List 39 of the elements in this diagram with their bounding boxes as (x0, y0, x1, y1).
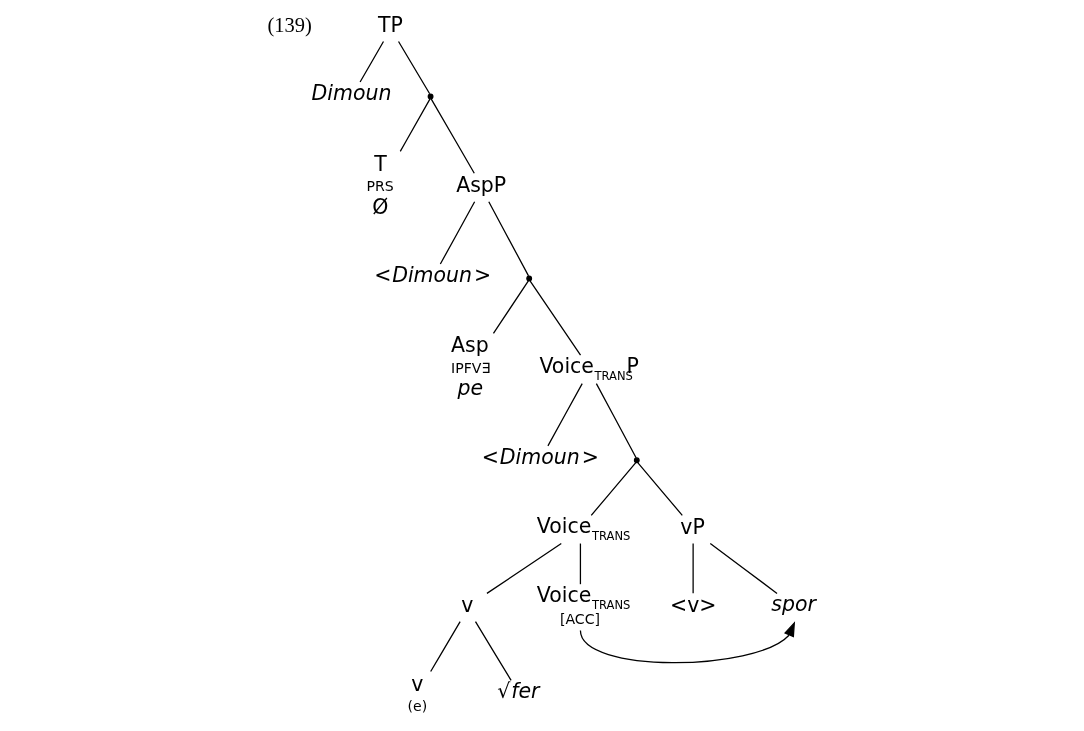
connector (595, 383, 637, 459)
connector (399, 98, 431, 153)
node-point (633, 457, 640, 464)
connector (430, 621, 461, 673)
connector (637, 462, 683, 516)
node-text: <Dimoun> (374, 263, 492, 287)
node-text: v (e) (407, 671, 428, 715)
connector (439, 201, 476, 265)
node-text: Voice$_{TRANS}$P (539, 353, 639, 383)
connector (486, 542, 562, 595)
connector (474, 621, 512, 682)
connector (709, 542, 778, 595)
connector (430, 98, 475, 174)
node-text: AspP (456, 173, 507, 198)
connector (359, 40, 385, 83)
node-text: Dimoun (311, 81, 392, 106)
label: (139) (267, 14, 312, 37)
node-text: T PRS Ø (366, 151, 394, 220)
connector (492, 280, 530, 334)
connector (590, 462, 637, 516)
node-text: spor (771, 592, 816, 617)
node-text: √fer (497, 679, 540, 704)
node-text: Voice$_{TRANS}$ (536, 514, 631, 544)
arrow (579, 621, 796, 664)
connector (488, 201, 530, 277)
connector (579, 542, 582, 585)
node-point (427, 93, 434, 100)
connector (529, 280, 582, 356)
node-text: <v> (670, 593, 717, 618)
node-text: <Dimoun> (481, 444, 599, 469)
connector (692, 542, 694, 594)
connector (547, 383, 583, 447)
node-text: v (461, 593, 474, 618)
node-text: Voice$_{TRANS}$ [ACC] (536, 583, 631, 627)
node-point (526, 275, 533, 282)
connector (397, 40, 431, 95)
node-text: vP (680, 515, 705, 540)
node-text: TP (378, 13, 403, 38)
node-text: Asp IPFV∃ pe (451, 333, 491, 400)
